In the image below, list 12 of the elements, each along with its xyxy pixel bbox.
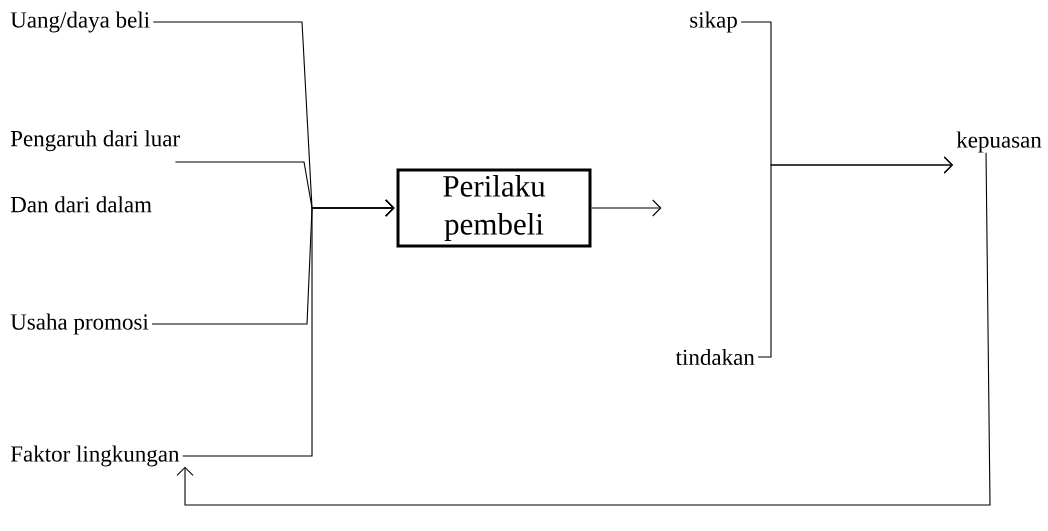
- arrow: [590, 199, 662, 217]
- process-box: Perilaku pembeli: [396, 168, 592, 248]
- factor-label: Uang/daya beli: [10, 11, 150, 33]
- factor-label: Pengaruh dari luar Dan dari dalam: [10, 130, 180, 213]
- outcome-label: sikap: [690, 11, 737, 33]
- arrow: [176, 152, 991, 506]
- factor-label: Faktor lingkungan: [10, 445, 180, 467]
- outcome-label: kepuasan: [956, 131, 1042, 153]
- arrow: [182, 199, 395, 457]
- outcome-label: tindakan: [675, 348, 755, 366]
- arrow: [757, 156, 954, 358]
- factor-label: Usaha promosi: [10, 313, 149, 335]
